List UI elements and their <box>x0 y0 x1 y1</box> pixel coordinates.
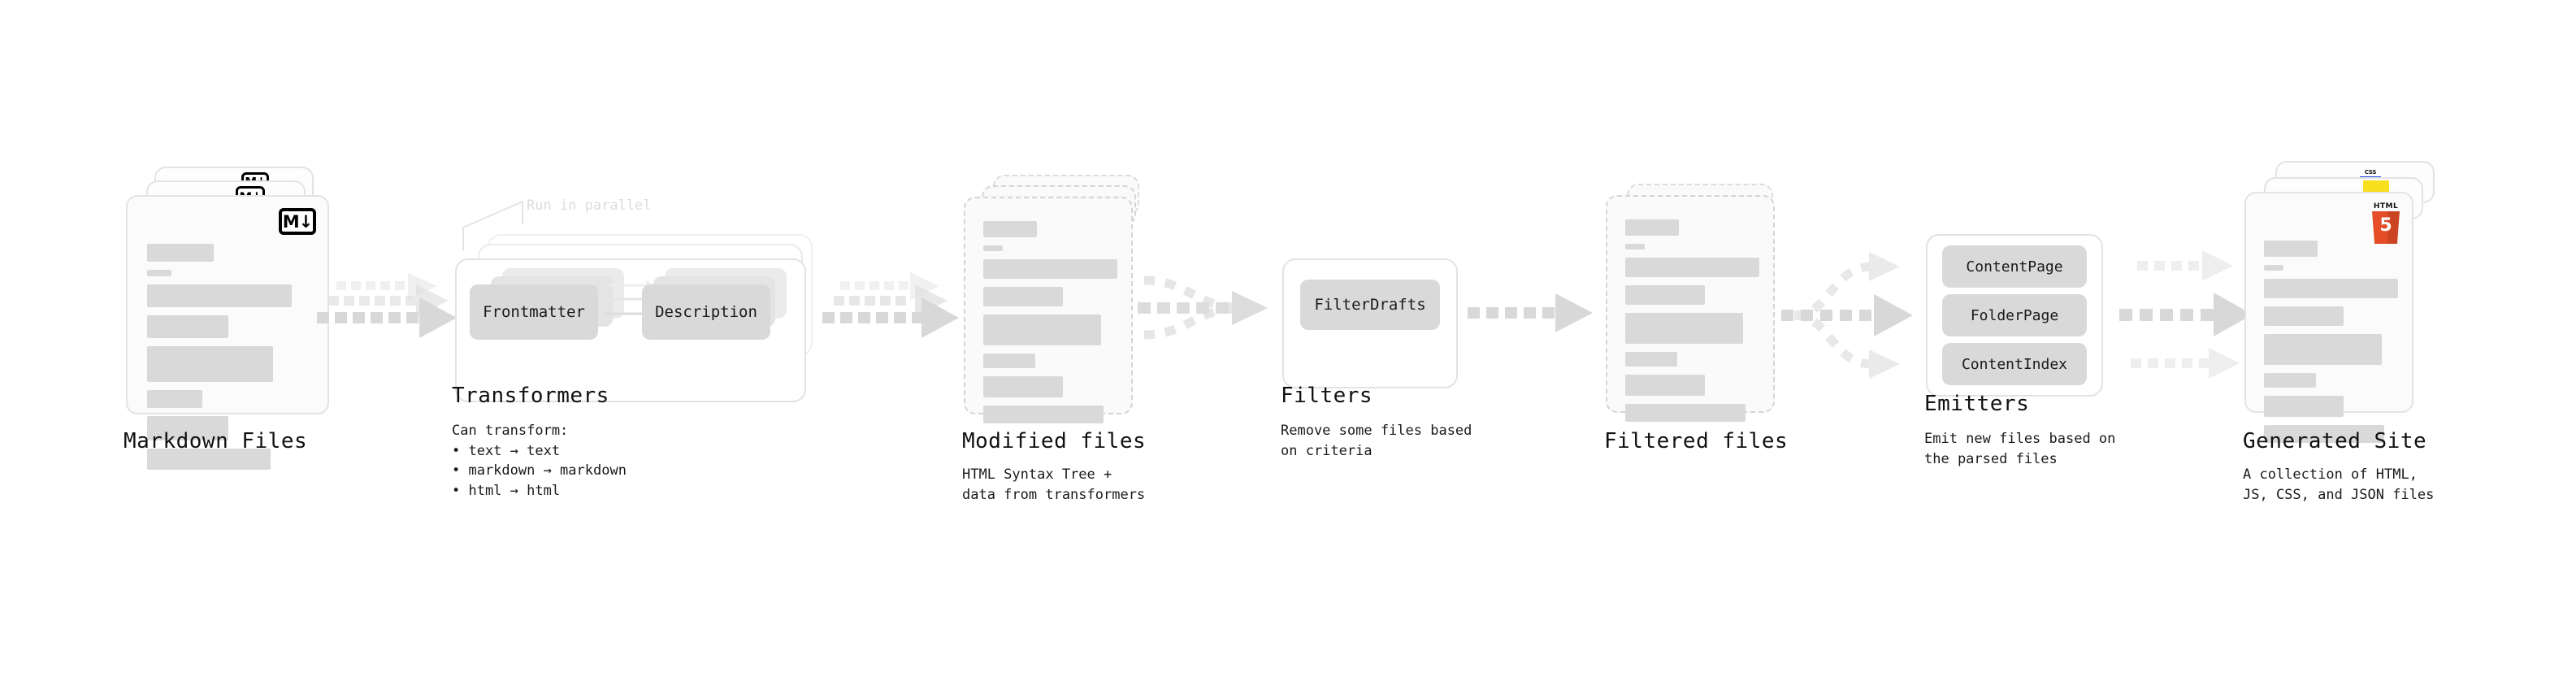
connector-modified-to-filters <box>1138 275 1268 340</box>
connector-markdown-to-transformers <box>317 273 457 338</box>
content-bar <box>147 390 202 408</box>
css3-icon-label: CSS <box>2364 169 2377 176</box>
filtered-card-bars <box>1625 219 1759 430</box>
content-bar <box>983 221 1037 237</box>
content-bar <box>1625 285 1705 305</box>
content-bar <box>983 245 1003 251</box>
chip-folderpage[interactable]: FolderPage <box>1942 294 2087 336</box>
html5-icon: HTML <box>2370 203 2402 244</box>
stage-title-transformers: Transformers <box>452 384 609 408</box>
connector-transformers-to-modified <box>822 272 959 338</box>
content-bar <box>147 270 171 276</box>
content-bar <box>147 244 214 262</box>
markdown-icon: M↓ <box>279 208 316 235</box>
stage-title-modified-files: Modified files <box>962 429 1147 453</box>
chip-label: FilterDrafts <box>1314 296 1426 314</box>
content-bar <box>147 315 228 338</box>
chip-label: Frontmatter <box>483 303 585 321</box>
content-bar <box>983 376 1063 397</box>
markdown-card-bars <box>147 244 311 478</box>
site-card-front[interactable]: HTML <box>2244 192 2413 443</box>
content-bar <box>1625 404 1746 422</box>
run-in-parallel-label: Run in parallel <box>527 197 652 214</box>
stage-title-filtered-files: Filtered files <box>1604 429 1789 453</box>
stage-subtitle-modified-files: HTML Syntax Tree + data from transformer… <box>962 466 1146 503</box>
connector-emitters-to-site <box>2119 250 2253 379</box>
content-bar <box>1625 375 1705 396</box>
site-card-bars <box>2264 241 2398 451</box>
html5-icon-shield <box>2372 211 2400 244</box>
content-bar <box>983 354 1035 368</box>
chip-label: ContentIndex <box>1961 355 2068 373</box>
content-bar <box>2264 396 2344 417</box>
filtered-card-front[interactable] <box>1606 195 1775 422</box>
modified-card-bars <box>983 221 1117 432</box>
content-bar <box>2264 306 2344 326</box>
markdown-card-front[interactable]: M↓ <box>126 195 329 470</box>
connector-filters-to-filtered <box>1468 293 1593 332</box>
content-bar <box>983 259 1117 279</box>
chip-label: Description <box>655 303 757 321</box>
content-bar <box>147 449 271 470</box>
chip-label: FolderPage <box>1970 306 2059 324</box>
chip-description[interactable]: Description <box>642 284 770 340</box>
stage-subtitle-transformers: Can transform: • text → text • markdown … <box>452 423 627 499</box>
content-bar <box>983 406 1104 423</box>
content-bar <box>983 314 1101 345</box>
stage-subtitle-generated-site: A collection of HTML, JS, CSS, and JSON … <box>2243 466 2435 503</box>
run-in-parallel-bracket <box>462 200 523 250</box>
content-bar <box>147 284 292 307</box>
content-bar <box>2264 425 2384 443</box>
content-bar <box>2264 265 2283 271</box>
modified-card-front[interactable] <box>964 197 1133 423</box>
content-bar <box>147 416 228 440</box>
chip-frontmatter[interactable]: Frontmatter <box>470 284 598 340</box>
chip-label: ContentPage <box>1966 258 2063 275</box>
content-bar <box>147 346 273 382</box>
chip-contentpage[interactable]: ContentPage <box>1942 245 2087 288</box>
html5-icon-label: HTML <box>2373 202 2399 210</box>
stage-title-markdown-files: Markdown Files <box>124 429 308 453</box>
stage-subtitle-emitters: Emit new files based on the parsed files <box>1924 431 2116 467</box>
content-bar <box>1625 219 1679 236</box>
content-bar <box>2264 373 2316 388</box>
content-bar <box>2264 334 2382 365</box>
content-bar <box>1625 313 1743 344</box>
stage-title-emitters: Emitters <box>1924 392 2030 416</box>
content-bar <box>2264 279 2398 298</box>
content-bar <box>1625 244 1645 249</box>
content-bar <box>1625 352 1677 367</box>
chip-contentindex[interactable]: ContentIndex <box>1942 343 2087 385</box>
content-bar <box>983 287 1063 306</box>
stage-title-filters: Filters <box>1281 384 1373 408</box>
stage-subtitle-filters: Remove some files based on criteria <box>1281 423 1472 459</box>
content-bar <box>1625 258 1759 277</box>
connector-filtered-to-emitters <box>1781 252 1913 379</box>
stage-title-generated-site: Generated Site <box>2243 429 2427 453</box>
chip-filterdrafts[interactable]: FilterDrafts <box>1300 280 1440 330</box>
content-bar <box>2264 241 2318 257</box>
